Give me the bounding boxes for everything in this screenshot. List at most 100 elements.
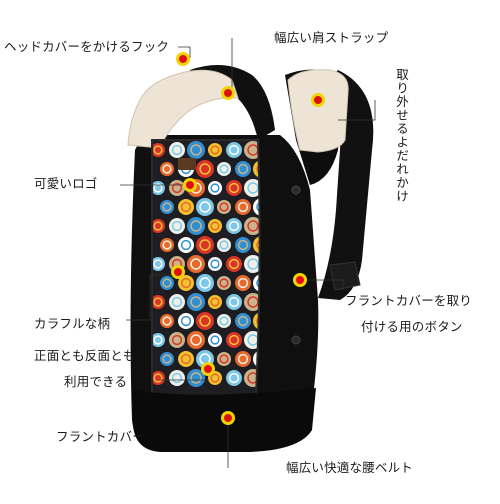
pattern-dot-ring (171, 220, 183, 232)
pattern-dot (187, 141, 205, 159)
pattern-dot (178, 351, 194, 367)
pattern-dot-ring (199, 201, 211, 213)
pattern-dot (217, 276, 231, 290)
pattern-dot-ring (180, 353, 192, 365)
pattern-dot-ring (237, 239, 249, 251)
pattern-dot-ring (190, 144, 202, 156)
pattern-dot-ring (162, 354, 172, 364)
marker-inner (224, 89, 232, 97)
pattern-dot-ring (171, 372, 183, 384)
pattern-dot (187, 217, 205, 235)
pattern-dot (169, 180, 185, 196)
pattern-dot (235, 199, 251, 215)
pattern-dot (169, 142, 185, 158)
marker-inner (224, 414, 232, 422)
pattern-dot-ring (162, 202, 172, 212)
pattern-dot (208, 257, 222, 271)
pattern-dot (235, 275, 251, 291)
pattern-dot (187, 293, 205, 311)
pattern-dot-ring (162, 278, 172, 288)
pattern-dot-ring (219, 316, 229, 326)
left-drool-pad (127, 69, 239, 149)
pattern-dot-ring (190, 220, 202, 232)
marker-inner (186, 181, 194, 189)
pattern-dot-ring (210, 297, 220, 307)
pattern-dot (196, 274, 214, 292)
pattern-dot (208, 181, 222, 195)
pattern-dot (208, 143, 222, 157)
pattern-dot-ring (162, 240, 172, 250)
pattern-dot-ring (210, 335, 220, 345)
right-drool-pad (287, 69, 349, 153)
pattern-dot-ring (180, 201, 192, 213)
pattern-dot (253, 160, 260, 178)
label-cute-logo: 可愛いロゴ (34, 176, 98, 191)
label-front-cover-button-2: 付ける用のボタン (361, 319, 463, 334)
pattern-dot (226, 370, 242, 386)
pattern-dot-ring (190, 258, 202, 270)
pattern-dot (152, 143, 165, 157)
label-removable-drool-pad: 取り外せるよだれかけ (394, 68, 409, 203)
pattern-dot (169, 294, 185, 310)
pattern-dot (160, 162, 174, 176)
pattern-dot (152, 295, 165, 309)
pattern-dot-ring (237, 315, 249, 327)
pattern-dot-ring (210, 259, 220, 269)
pattern-dot (152, 257, 165, 271)
pattern-dot-ring (237, 353, 249, 365)
pattern-dot-ring (190, 296, 202, 308)
pattern-dot (208, 295, 222, 309)
pattern-dot (160, 352, 174, 366)
pattern-dot (152, 371, 165, 385)
pattern-dot (244, 179, 260, 197)
label-reversible-cover-2: 利用できる (64, 374, 128, 389)
back-shoulder-strap (318, 70, 374, 300)
pattern-dot (217, 162, 231, 176)
pattern-dot-ring (171, 334, 183, 346)
label-hood-hook: ヘッドカバーをかけるフック (4, 39, 170, 54)
pattern-dot (160, 200, 174, 214)
marker-inner (204, 365, 212, 373)
pattern-dot-ring (180, 315, 192, 327)
pattern-dot-ring (199, 163, 211, 175)
pattern-dot (244, 293, 260, 311)
pattern-dot (217, 238, 231, 252)
pattern-dot-ring (190, 372, 202, 384)
pattern-dot-ring (247, 296, 259, 308)
label-reversible-cover-3: フラントカバー (56, 429, 145, 444)
pattern-dot-ring (171, 296, 183, 308)
pattern-dot-ring (153, 183, 163, 193)
pattern-dot-ring (210, 221, 220, 231)
pattern-dot (217, 352, 231, 366)
pattern-dot-ring (228, 144, 240, 156)
pattern-dot-ring (210, 183, 220, 193)
pattern-dot (226, 218, 242, 234)
pattern-dot-ring (237, 201, 249, 213)
pattern-dot-ring (228, 182, 240, 194)
pattern-dot (178, 313, 194, 329)
pattern-dot (253, 198, 260, 216)
label-front-cover-button-1: フラントカバーを取り (345, 293, 473, 308)
pattern-dot (178, 237, 194, 253)
pattern-dot-ring (171, 144, 183, 156)
pattern-dot (152, 333, 165, 347)
pattern-dot (178, 199, 194, 215)
pattern-dot (244, 217, 260, 235)
pattern-dot-ring (219, 354, 229, 364)
pattern-dot (196, 236, 214, 254)
pattern-dot (235, 313, 251, 329)
pattern-dot-ring (247, 220, 259, 232)
pattern-dot-ring (210, 373, 220, 383)
pattern-dot-ring (153, 297, 163, 307)
pattern-dot (187, 369, 205, 387)
pattern-dot-ring (256, 163, 260, 175)
pattern-dot (226, 256, 242, 272)
pattern-dot-ring (237, 277, 249, 289)
pattern-dot-ring (256, 315, 260, 327)
pattern-dot-ring (199, 315, 211, 327)
snap-button (291, 335, 301, 345)
pattern-dot (196, 198, 214, 216)
pattern-dot (152, 219, 165, 233)
pattern-dot (226, 332, 242, 348)
